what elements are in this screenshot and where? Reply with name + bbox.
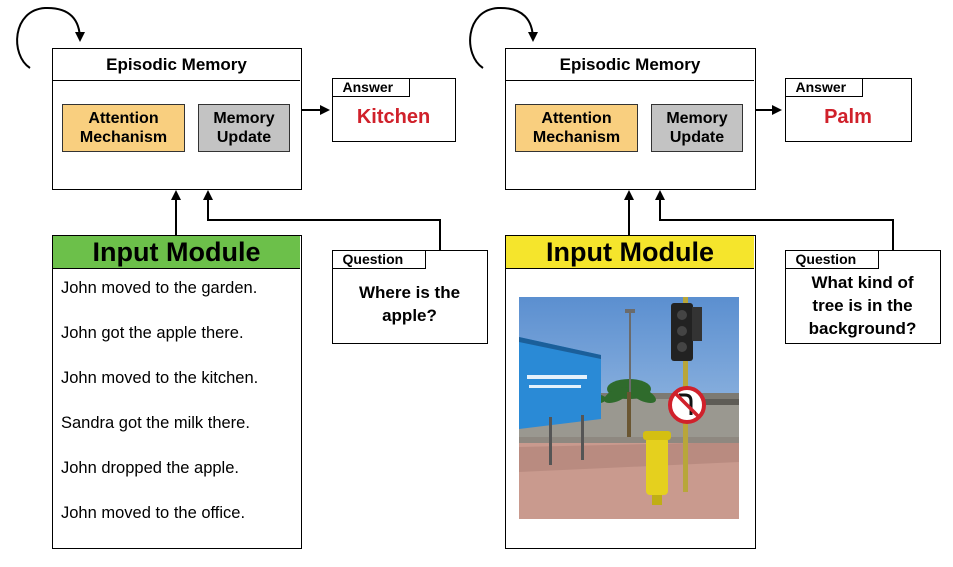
episodic-memory-left: Episodic Memory Attention Mechanism Memo… xyxy=(52,48,302,190)
fact-sentence: John moved to the garden. xyxy=(61,279,258,297)
attention-mechanism-block: Attention Mechanism xyxy=(62,104,185,152)
fact-sentence: Sandra got the milk there. xyxy=(61,414,250,432)
memory-update-block: Memory Update xyxy=(198,104,290,152)
episodic-memory-title: Episodic Memory xyxy=(53,49,300,81)
memory-loop-arrow-left xyxy=(16,6,85,69)
question-text: What kind of tree is in the background? xyxy=(808,273,917,338)
answer-text: Palm xyxy=(824,106,872,128)
question-box-right: Question What kind of tree is in the bac… xyxy=(784,249,941,344)
fact-sentence: John got the apple there. xyxy=(61,324,244,342)
answer-label: Answer xyxy=(331,77,410,97)
memory-update-block: Memory Update xyxy=(651,104,743,152)
input-module-right: Input Module xyxy=(505,235,756,549)
input-module-title: Input Module xyxy=(506,236,754,269)
fact-sentence: John dropped the apple. xyxy=(61,459,239,477)
episodic-memory-title: Episodic Memory xyxy=(506,49,754,81)
memory-loop-arrow-right xyxy=(469,6,538,69)
attention-mechanism-block: Attention Mechanism xyxy=(515,104,638,152)
fact-sentence: John moved to the office. xyxy=(61,504,246,522)
question-label: Question xyxy=(331,249,426,269)
street-photo-image xyxy=(519,297,739,519)
question-label: Question xyxy=(784,249,879,269)
question-text: Where is the apple? xyxy=(358,283,461,325)
fact-sentence: John moved to the kitchen. xyxy=(61,369,259,387)
answer-box-right: Answer Palm xyxy=(784,77,912,142)
answer-box-left: Answer Kitchen xyxy=(331,77,456,142)
answer-label: Answer xyxy=(784,77,863,97)
input-module-left: Input Module John moved to the garden. J… xyxy=(52,235,302,549)
episodic-memory-right: Episodic Memory Attention Mechanism Memo… xyxy=(505,48,756,190)
question-box-left: Question Where is the apple? xyxy=(331,249,488,344)
input-module-title: Input Module xyxy=(53,236,300,269)
answer-text: Kitchen xyxy=(356,106,431,128)
